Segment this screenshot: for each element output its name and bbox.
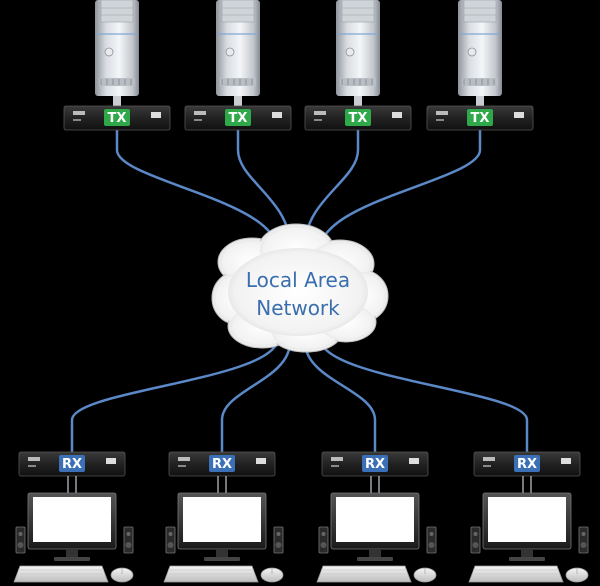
lan-label-line2: Network (256, 296, 340, 320)
speaker-icon (578, 526, 589, 554)
tx-label: TX (471, 111, 490, 126)
keyboard-icon (13, 565, 109, 583)
rx-unit: RX (18, 451, 126, 477)
tower-server-icon (95, 0, 139, 96)
mouse-icon (565, 567, 589, 583)
lan-cloud (211, 223, 389, 353)
rx-label: RX (517, 457, 537, 472)
mouse-icon (260, 567, 284, 583)
tx-label: TX (229, 111, 248, 126)
receiver-units: RX RX RX RX (13, 451, 589, 583)
receiver-4: RX (468, 451, 589, 583)
transmitter-units: TX TX TX TX (63, 0, 534, 131)
tx-cable (115, 130, 279, 251)
rx-unit: RX (168, 451, 276, 477)
rx-badge (59, 455, 85, 472)
mouse-icon (413, 567, 437, 583)
tx-label: TX (108, 111, 127, 126)
tx-badge (225, 109, 251, 126)
keyboard-icon (163, 565, 259, 583)
rx-label: RX (212, 457, 232, 472)
receiver-1: RX (13, 451, 134, 583)
rx-unit: RX (321, 451, 429, 477)
transmitter-3: TX (304, 0, 412, 131)
tx-unit: TX (63, 105, 171, 131)
lan-label-line1: Local Area (245, 268, 351, 292)
tower-server-icon (216, 0, 260, 96)
monitor-icon (482, 492, 572, 561)
tx-label: TX (349, 111, 368, 126)
monitor-icon (330, 492, 420, 561)
receiver-2: RX (163, 451, 284, 583)
rx-badge (514, 455, 540, 472)
monitor-icon (177, 492, 267, 561)
speaker-icon (470, 526, 481, 554)
monitor-icon (27, 492, 117, 561)
speaker-icon (273, 526, 284, 554)
tx-cable (318, 130, 482, 251)
rx-cable (70, 337, 280, 452)
rx-cable (318, 337, 529, 452)
rx-badge (209, 455, 235, 472)
keyboard-icon (468, 565, 564, 583)
transmitter-2: TX (184, 0, 292, 131)
tx-unit: TX (304, 105, 412, 131)
rx-label: RX (365, 457, 385, 472)
rx-cable (303, 341, 377, 452)
tx-unit: TX (426, 105, 534, 131)
rx-cable (220, 341, 292, 452)
speaker-icon (318, 526, 329, 554)
tx-badge (467, 109, 493, 126)
rx-label: RX (62, 457, 82, 472)
tower-server-icon (458, 0, 502, 96)
tx-unit: TX (184, 105, 292, 131)
rx-badge (362, 455, 388, 472)
tx-badge (104, 109, 130, 126)
speaker-icon (165, 526, 176, 554)
lan-label: Local Area Network (218, 266, 378, 322)
transmitter-1: TX (63, 0, 171, 131)
mouse-icon (110, 567, 134, 583)
receiver-3: RX (316, 451, 437, 583)
tower-server-icon (336, 0, 380, 96)
speaker-icon (426, 526, 437, 554)
tx-badge (345, 109, 371, 126)
speaker-icon (123, 526, 134, 554)
transmitter-4: TX (426, 0, 534, 131)
rx-unit: RX (473, 451, 581, 477)
speaker-icon (15, 526, 26, 554)
keyboard-icon (316, 565, 412, 583)
